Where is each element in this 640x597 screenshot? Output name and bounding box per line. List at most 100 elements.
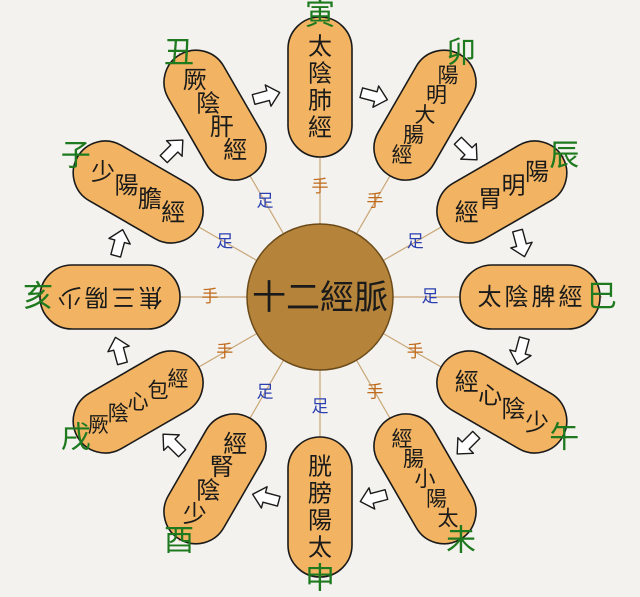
svg-text:陰: 陰 bbox=[196, 477, 220, 505]
branch-label: 午 bbox=[549, 421, 579, 456]
flow-arrow-icon bbox=[359, 487, 389, 510]
svg-text:焦: 焦 bbox=[139, 283, 163, 311]
petal-shape bbox=[436, 140, 568, 244]
svg-text:經: 經 bbox=[167, 367, 188, 391]
svg-text:大: 大 bbox=[415, 103, 436, 127]
svg-text:肺: 肺 bbox=[308, 87, 332, 115]
petal-shape bbox=[373, 413, 477, 545]
meridian-label: 少陽三焦 bbox=[58, 283, 163, 311]
branch-label: 子 bbox=[61, 139, 91, 174]
svg-text:經: 經 bbox=[308, 114, 332, 142]
flow-arrow-icon bbox=[251, 84, 281, 107]
svg-text:肝: 肝 bbox=[210, 113, 234, 141]
svg-text:脾: 脾 bbox=[532, 283, 556, 311]
svg-text:少: 少 bbox=[58, 283, 82, 311]
meridian-label: 少陽膽經 bbox=[91, 158, 185, 227]
limb-label: 手 bbox=[407, 342, 424, 362]
flow-arrow-icon bbox=[453, 136, 478, 161]
svg-text:胱: 胱 bbox=[308, 453, 332, 481]
petal-shape bbox=[72, 350, 204, 454]
flow-arrow-icon bbox=[108, 228, 131, 258]
flow-arrow-icon bbox=[251, 486, 281, 509]
petal-shape bbox=[163, 413, 267, 545]
svg-text:經: 經 bbox=[392, 143, 413, 167]
petal-shape bbox=[373, 49, 477, 181]
meridian-petals: 太陰肺經陽明大腸經陽明胃經太陰脾經少陰心經太陽小腸經太陽膀胱少陰腎經厥陰心包經少… bbox=[39, 16, 601, 578]
svg-text:陰: 陰 bbox=[502, 395, 526, 423]
meridian-petal: 少陽三焦 bbox=[39, 264, 181, 330]
flow-arrows bbox=[107, 84, 533, 510]
svg-text:腸: 腸 bbox=[403, 123, 424, 147]
svg-text:陰: 陰 bbox=[308, 60, 332, 88]
petal-shape bbox=[287, 436, 353, 578]
svg-text:心: 心 bbox=[128, 390, 149, 414]
svg-text:陽: 陽 bbox=[114, 171, 138, 199]
flow-arrow-icon bbox=[159, 139, 184, 164]
svg-text:包: 包 bbox=[148, 379, 169, 403]
meridian-label: 太陰脾經 bbox=[478, 283, 583, 311]
svg-text:腸: 腸 bbox=[403, 447, 424, 471]
flow-arrow-icon bbox=[359, 85, 389, 108]
svg-text:陽: 陽 bbox=[525, 158, 549, 186]
branch-label: 申 bbox=[305, 562, 335, 594]
flow-arrow-icon bbox=[162, 433, 187, 458]
limb-label: 足 bbox=[257, 382, 274, 402]
flow-arrow-icon bbox=[107, 336, 130, 366]
svg-text:三: 三 bbox=[112, 283, 136, 311]
svg-text:少: 少 bbox=[525, 408, 549, 436]
flow-arrow-icon bbox=[509, 336, 532, 366]
limb-label: 手 bbox=[202, 287, 219, 307]
petal-shape bbox=[287, 16, 353, 158]
flow-arrow-icon bbox=[456, 430, 481, 455]
svg-text:陰: 陰 bbox=[505, 283, 529, 311]
svg-text:陽: 陽 bbox=[438, 63, 459, 87]
branch-label: 未 bbox=[446, 524, 476, 559]
limb-label: 手 bbox=[367, 382, 384, 402]
branch-label: 酉 bbox=[164, 524, 194, 559]
svg-text:明: 明 bbox=[502, 171, 526, 199]
svg-text:心: 心 bbox=[478, 381, 502, 409]
svg-text:厥: 厥 bbox=[88, 413, 109, 437]
svg-text:經: 經 bbox=[559, 283, 583, 311]
branch-label: 戌 bbox=[61, 421, 91, 456]
svg-text:厥: 厥 bbox=[183, 66, 207, 94]
petal-shape bbox=[436, 350, 568, 454]
petal-shape bbox=[39, 264, 181, 330]
branch-label: 亥 bbox=[23, 280, 53, 315]
svg-text:太: 太 bbox=[308, 33, 332, 61]
limb-label: 足 bbox=[257, 192, 274, 212]
svg-text:膀: 膀 bbox=[308, 480, 332, 508]
limb-label: 足 bbox=[216, 232, 233, 252]
svg-text:胃: 胃 bbox=[478, 185, 502, 213]
svg-text:陽: 陽 bbox=[85, 283, 109, 311]
svg-text:經: 經 bbox=[455, 198, 479, 226]
branch-label: 卯 bbox=[446, 35, 476, 70]
limb-label: 手 bbox=[367, 192, 384, 212]
svg-text:少: 少 bbox=[183, 500, 207, 528]
svg-text:明: 明 bbox=[426, 83, 447, 107]
meridian-petal: 太陰脾經 bbox=[459, 264, 601, 330]
svg-text:經: 經 bbox=[223, 136, 247, 164]
meridian-petal: 少陽膽經 bbox=[72, 140, 204, 244]
center-label: 十二經脈 bbox=[252, 278, 388, 318]
limb-label: 足 bbox=[407, 232, 424, 252]
svg-text:陽: 陽 bbox=[308, 507, 332, 535]
limb-label: 足 bbox=[312, 397, 329, 417]
svg-text:太: 太 bbox=[478, 283, 502, 311]
